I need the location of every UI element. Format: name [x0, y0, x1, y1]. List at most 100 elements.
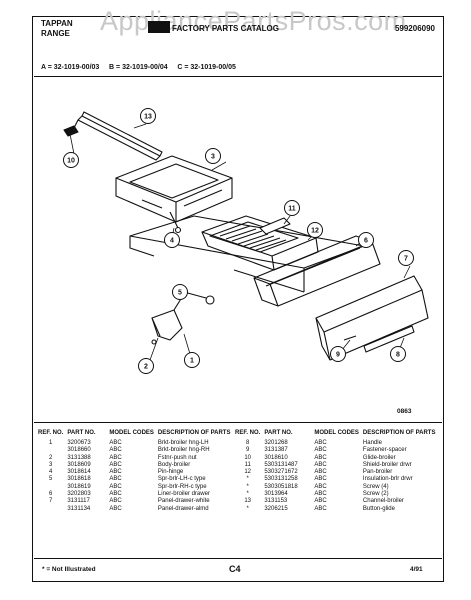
model-key: A = 32-1019-00/03 B = 32-1019-00/04 C = …	[41, 64, 236, 71]
cell-part: 3018618	[67, 476, 91, 483]
brand-line-2: RANGE	[41, 29, 70, 38]
col-part: PART NO.	[264, 430, 293, 436]
cell-ref: 6	[49, 491, 53, 498]
callout-8-label: 8	[396, 352, 400, 359]
cell-code: ABC	[314, 498, 327, 505]
cell-code: ABC	[314, 447, 327, 454]
col-part: PART NO.	[67, 430, 96, 436]
cell-code: ABC	[314, 454, 327, 461]
page-frame	[32, 16, 444, 582]
parts-table-right: REF. NO. PART NO. MODEL CODES DESCRIPTIO…	[233, 430, 437, 513]
brand-logo-icon	[148, 21, 170, 33]
cell-desc: Panel-drawer-almd	[157, 505, 209, 512]
cell-desc: Brkt-broiler hng-LH	[157, 440, 209, 446]
callout-1-label: 1	[190, 358, 194, 365]
callout-12-label: 12	[311, 228, 319, 235]
cell-ref: *	[246, 476, 249, 483]
cell-part: 3131117	[67, 498, 90, 505]
table-header-row: REF. NO. PART NO. MODEL CODES DESCRIPTIO…	[36, 430, 232, 440]
callout-7-label: 7	[404, 256, 408, 263]
cell-code: ABC	[314, 505, 327, 512]
callout-9: 9	[330, 346, 346, 362]
callout-3: 3	[205, 148, 221, 164]
table-row: 5 3018618 ABC Spr-brlr-LH-c type	[36, 476, 232, 483]
cell-part: 5303271672	[264, 469, 298, 476]
part-glide-broiler	[63, 125, 79, 137]
cell-code: ABC	[314, 476, 327, 483]
cell-code: ABC	[109, 440, 122, 446]
table-row: 1 3200673 ABC Brkt-broiler hng-LH	[36, 440, 232, 447]
cell-ref: 8	[246, 440, 250, 446]
callout-13: 13	[140, 108, 156, 124]
cell-part: 3131388	[67, 454, 91, 461]
cell-desc: Body-broiler	[157, 461, 191, 468]
cell-code: ABC	[109, 461, 122, 468]
cell-desc: Shield-broiler drwr	[362, 461, 412, 468]
callout-12: 12	[307, 222, 323, 238]
cell-desc: Spr-brlr-LH-c type	[157, 476, 206, 483]
cell-code: ABC	[109, 469, 122, 476]
cell-desc: Button-glide	[362, 505, 395, 512]
cell-ref: 9	[246, 447, 250, 454]
cell-desc: Liner-broiler drawer	[157, 491, 210, 498]
cell-code: ABC	[109, 476, 122, 483]
table-row: 11 5303131487 ABC Shield-broiler drwr	[233, 462, 437, 469]
cell-part: 3206215	[264, 505, 288, 512]
callout-8: 8	[390, 346, 406, 362]
cell-desc: Screw (4)	[362, 483, 389, 490]
cell-desc: Pin-hinge	[157, 469, 184, 476]
part-handle	[363, 325, 415, 353]
part-spring-broiler	[183, 291, 215, 305]
part-shield-broiler-drawer	[209, 217, 299, 253]
cell-part: 3018609	[67, 461, 91, 468]
cell-ref: 12	[244, 469, 252, 476]
cell-code: ABC	[314, 461, 327, 468]
callout-11: 11	[284, 200, 300, 216]
cell-ref: 5	[49, 476, 53, 483]
col-codes: MODEL CODES	[314, 430, 359, 436]
part-fastener-push-nut	[151, 339, 157, 345]
col-desc: DESCRIPTION OF PARTS	[157, 430, 231, 436]
cell-desc: Pan-broiler	[362, 469, 393, 476]
brand-line-1: TAPPAN	[41, 19, 73, 28]
cell-ref: *	[246, 505, 249, 512]
cell-desc: Insulation-brlr drwr	[362, 476, 413, 483]
print-date: 4/91	[410, 566, 423, 573]
callout-10-label: 10	[67, 158, 75, 165]
cell-desc: Brkt-broiler hng-RH	[157, 447, 210, 454]
callout-2: 2	[138, 358, 154, 374]
callout-13-label: 13	[144, 114, 152, 121]
cell-ref: *	[246, 491, 249, 498]
cell-ref: 1	[49, 440, 53, 446]
cell-code: ABC	[314, 491, 327, 498]
cell-part: 5303131487	[264, 461, 298, 468]
part-bracket-broiler-hinge	[151, 293, 185, 341]
catalog-number: 599206090	[394, 24, 435, 33]
cell-ref: 11	[244, 461, 251, 468]
parts-table-left: REF. NO. PART NO. MODEL CODES DESCRIPTIO…	[36, 430, 232, 513]
part-pan-broiler	[201, 215, 319, 271]
cell-part: 3018610	[264, 454, 288, 461]
callout-7: 7	[398, 250, 414, 266]
cell-part: 3200673	[67, 440, 91, 446]
cell-code: ABC	[109, 498, 122, 505]
cell-desc: Glide-broiler	[362, 454, 396, 461]
callout-5: 5	[172, 284, 188, 300]
cell-ref: 7	[49, 498, 53, 505]
cell-part: 3013964	[264, 491, 288, 498]
cell-ref: 13	[244, 498, 252, 505]
cell-ref	[36, 484, 65, 491]
callout-5-label: 5	[178, 290, 182, 297]
footnote: * = Not Illustrated	[42, 566, 96, 573]
cell-part: 3018614	[67, 469, 91, 476]
callout-6-label: 6	[364, 238, 368, 245]
cell-code: ABC	[109, 491, 122, 498]
cell-ref	[36, 506, 65, 513]
